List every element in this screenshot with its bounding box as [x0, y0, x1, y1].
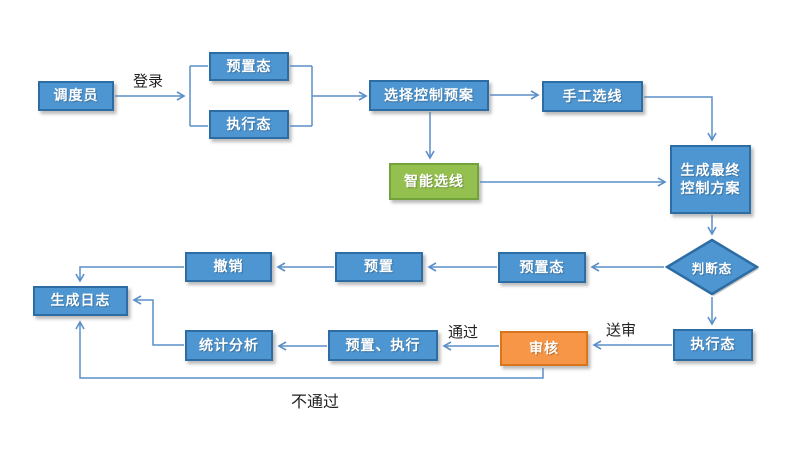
- node-preset-state-mid: 预置态: [498, 252, 586, 283]
- edge-label-login: 登录: [133, 74, 164, 90]
- connectors: [75, 65, 717, 379]
- node-preset: 预置: [335, 252, 423, 282]
- node-final-plan-label: 生成最终控制方案: [680, 162, 741, 196]
- node-judge-state-label: 判断态: [691, 261, 733, 276]
- node-judge-state: 判断态: [665, 238, 759, 296]
- node-preset-state-top-label: 预置态: [226, 57, 272, 74]
- node-select-plan-label: 选择控制预案: [384, 86, 474, 103]
- diamond-shape: [665, 238, 759, 296]
- edge-label-submit: 送审: [606, 323, 637, 339]
- node-smart-select: 智能选线: [389, 163, 479, 200]
- edge-label-pass: 通过: [448, 325, 479, 341]
- node-dispatcher-label: 调度员: [53, 87, 99, 104]
- node-preset-exec: 预置、执行: [328, 330, 438, 361]
- node-undo-label: 撤销: [213, 258, 244, 275]
- node-exec-state-bottom-label: 执行态: [690, 336, 736, 353]
- node-preset-label: 预置: [364, 258, 394, 275]
- node-preset-state-top: 预置态: [209, 52, 289, 81]
- node-manual-select-label: 手工选线: [562, 87, 623, 104]
- node-smart-select-label: 智能选线: [404, 172, 464, 189]
- node-manual-select: 手工选线: [542, 81, 643, 112]
- node-stats: 统计分析: [185, 330, 273, 361]
- node-undo: 撤销: [185, 252, 272, 282]
- node-gen-log: 生成日志: [33, 286, 128, 316]
- node-gen-log-label: 生成日志: [50, 292, 111, 309]
- node-exec-state-top-label: 执行态: [226, 115, 272, 132]
- node-dispatcher: 调度员: [38, 81, 114, 111]
- node-preset-state-mid-label: 预置态: [519, 258, 565, 275]
- node-final-plan: 生成最终控制方案: [670, 145, 751, 214]
- node-preset-exec-label: 预置、执行: [345, 336, 421, 353]
- node-select-plan: 选择控制预案: [369, 80, 489, 111]
- node-exec-state-bottom: 执行态: [673, 329, 753, 361]
- edge-label-fail: 不通过: [291, 394, 340, 411]
- node-stats-label: 统计分析: [199, 336, 259, 353]
- node-review: 审核: [500, 331, 588, 366]
- node-review-label: 审核: [529, 339, 559, 356]
- node-exec-state-top: 执行态: [209, 110, 289, 139]
